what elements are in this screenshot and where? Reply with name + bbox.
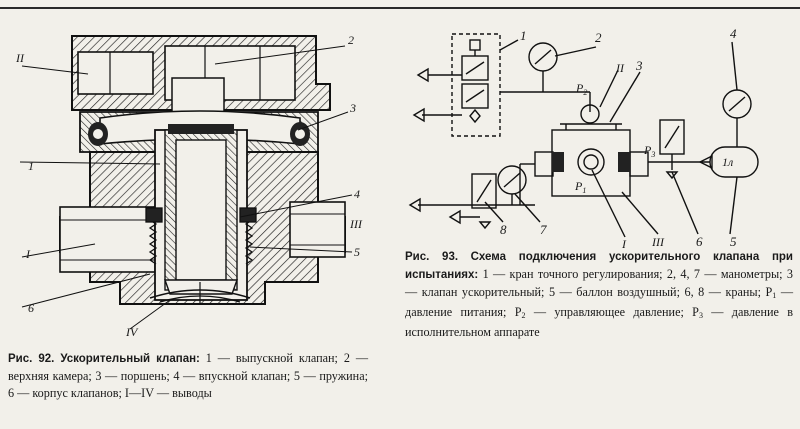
label-I: I [25,247,31,261]
springs [145,207,257,265]
label-3: 3 [635,58,643,73]
caption-93-title: Рис. 93. [405,251,459,263]
caption-93-text-a: 1 — кран точного регулирования; 2, 4, 7 … [405,267,793,299]
label-P1: P1 [574,179,586,195]
caption-93-text-b: — давление питания; P [405,285,794,319]
caption-93-sub-1: 1 [772,291,777,300]
label-6: 6 [28,301,34,315]
caption-93-sub-2: 2 [521,311,526,320]
label-P3: P3 [643,143,655,159]
label-4: 4 [354,187,360,201]
caption-92-heading: Ускорительный клапан: [60,353,200,365]
caption-93-text-c: — управляющее давление; P [525,305,699,319]
label-7: 7 [540,222,547,237]
leader-lines [19,45,353,330]
label-3: 3 [349,101,356,115]
caption-92-text: 1 — выпускной клапан; 2 — верхняя камера… [8,351,369,400]
page-top-rule [0,7,800,9]
caption-93-text-d: — давление в исполнительном аппарате [405,305,793,339]
figure-93-test-connection-scheme: 1 2 3 4 P2 II P3 1л P1 8 7 I III 6 5 [400,12,800,262]
scheme-lines [408,33,759,238]
label-8: 8 [500,222,507,237]
label-5: 5 [354,245,360,259]
label-2: 2 [348,33,354,47]
label-II: II [15,51,25,65]
label-1: 1 [28,159,34,173]
label-5: 5 [730,234,737,249]
label-1: 1 [520,28,527,43]
label-I: I [621,237,627,251]
label-4: 4 [730,26,737,41]
label-6: 6 [696,234,703,249]
figure-93-caption: Рис. 93. Схема подключения ускорительног… [405,248,793,341]
exhaust-valve-sleeve [154,124,248,301]
label-III: III [651,235,665,249]
figure-92-drawing: II 2 3 1 4 III I 5 6 IV [15,33,363,339]
figure-93-drawing: 1 2 3 4 P2 II P3 1л P1 8 7 I III 6 5 [408,26,759,251]
label-IV: IV [125,325,139,339]
top-cover [71,35,331,119]
label-III: III [349,217,363,231]
tank-label: 1л [722,155,733,169]
bottom-exhaust [149,279,251,304]
label-P2: P2 [575,81,587,97]
label-II: II [615,61,625,75]
caption-92-title: Рис. 92. [8,353,55,365]
caption-93-sub-3: 3 [698,311,703,320]
figure-92-accelerator-valve-section: II 2 3 1 4 III I 5 6 IV [0,12,400,342]
caption-93-heading: Схема подключения ускорительного клапана… [405,251,794,281]
figure-92-caption: Рис. 92. Ускорительный клапан: 1 — выпус… [8,350,368,402]
label-2: 2 [595,30,602,45]
